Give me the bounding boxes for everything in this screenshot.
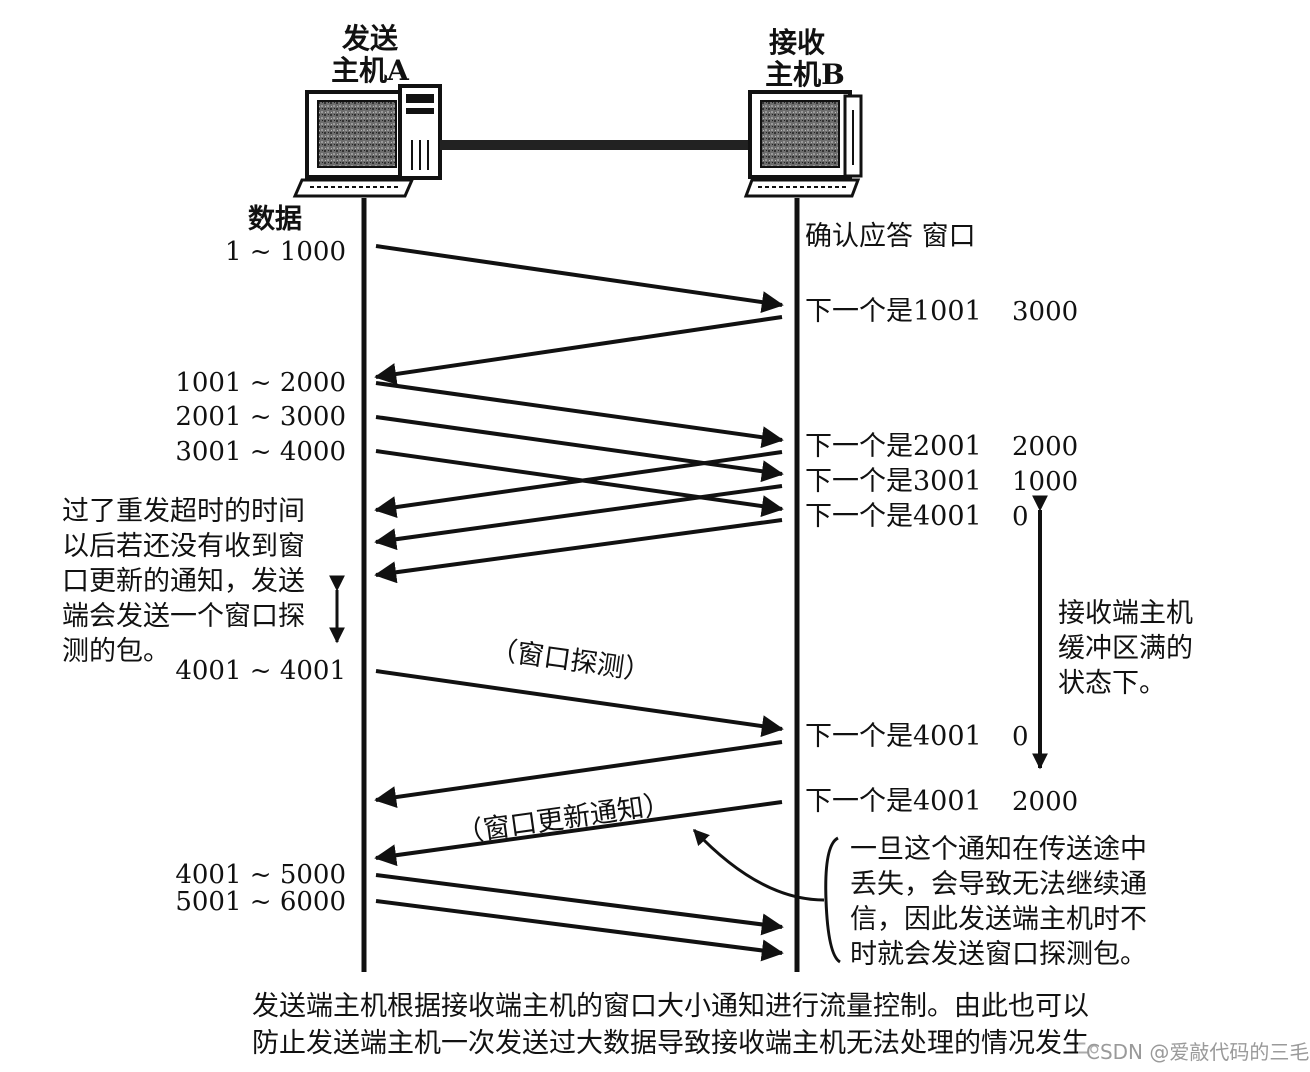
data-segment-arrow	[376, 417, 782, 474]
ack-window-value: 0	[1012, 502, 1029, 532]
data-segment-arrow	[376, 875, 782, 927]
ack-next-label: 下一个是4001	[805, 721, 982, 752]
note-line: 端会发送一个窗口探	[62, 601, 305, 632]
note-line: 一旦这个通知在传送途中	[850, 834, 1147, 865]
caption-line: 防止发送端主机一次发送过大数据导致接收端主机无法处理的情况发生。	[252, 1028, 1116, 1059]
note-line: 口更新的通知，发送	[62, 566, 305, 597]
window-probe-arrow	[376, 671, 782, 729]
note-line: 缓冲区满的	[1058, 633, 1193, 664]
loss-warning-note: 一旦这个通知在传送途中 丢失，会导致无法继续通 信，因此发送端主机时不 时就会发…	[850, 834, 1147, 970]
receiver-host-label-line2: 主机B	[765, 58, 845, 91]
ack-next-label: 下一个是1001	[805, 296, 982, 327]
data-range-label: 5001 ~ 6000	[175, 887, 346, 917]
ack-window-value: 1000	[1012, 467, 1078, 497]
data-range-label: 2001 ~ 3000	[175, 402, 346, 432]
data-range-label: 3001 ~ 4000	[175, 437, 346, 467]
data-range-label: 4001 ~ 4001	[175, 656, 346, 686]
note-line: 信，因此发送端主机时不	[850, 904, 1147, 935]
sender-computer-icon	[295, 86, 440, 196]
note-line: 接收端主机	[1058, 598, 1193, 629]
data-range-label: 4001 ~ 5000	[175, 860, 346, 890]
ack-window-value: 0	[1012, 722, 1029, 752]
note-line: 过了重发超时的时间	[62, 496, 305, 527]
sender-host-label-line1: 发送	[341, 22, 398, 55]
retransmit-timeout-note: 过了重发超时的时间 以后若还没有收到窗 口更新的通知，发送 端会发送一个窗口探 …	[62, 496, 305, 667]
watermark: CSDN @爱敲代码的三毛	[1086, 1040, 1309, 1064]
note-line: 测的包。	[62, 636, 170, 667]
ack-next-label: 下一个是2001	[805, 431, 982, 462]
data-column-header: 数据	[248, 204, 302, 235]
ack-next-label: 下一个是3001	[805, 466, 982, 497]
window-update-label: （窗口更新通知）	[454, 789, 672, 850]
data-range-label: 1 ~ 1000	[225, 237, 346, 267]
data-segment-arrow	[376, 246, 782, 305]
receiver-host-label-line1: 接收	[769, 26, 825, 59]
ack-arrow	[376, 317, 782, 377]
buffer-full-note: 接收端主机 缓冲区满的 状态下。	[1058, 598, 1193, 699]
ack-arrow	[376, 742, 782, 800]
note-bracket	[826, 838, 840, 962]
receiver-computer-icon	[746, 92, 861, 196]
network-cable	[440, 140, 752, 150]
loss-pointer-arrow	[694, 830, 824, 900]
note-line: 以后若还没有收到窗	[62, 531, 305, 562]
caption-line: 发送端主机根据接收端主机的窗口大小通知进行流量控制。由此也可以	[252, 991, 1089, 1022]
ack-window-value: 2000	[1012, 787, 1078, 817]
data-segment-arrow	[376, 901, 782, 953]
ack-arrow	[376, 520, 782, 575]
note-line: 时就会发送窗口探测包。	[850, 939, 1147, 970]
ack-window-value: 2000	[1012, 432, 1078, 462]
data-segment-arrow	[376, 383, 782, 440]
note-line: 状态下。	[1058, 668, 1166, 699]
data-range-label: 1001 ~ 2000	[175, 368, 346, 398]
note-line: 丢失，会导致无法继续通	[850, 869, 1147, 900]
ack-window-value: 3000	[1012, 297, 1078, 327]
sender-host-label-line2: 主机A	[331, 54, 410, 87]
window-probe-label: （窗口探测）	[488, 634, 653, 687]
ack-next-label: 下一个是4001	[805, 786, 982, 817]
ack-arrow	[376, 486, 782, 542]
ack-next-label: 下一个是4001	[805, 501, 982, 532]
ack-window-header: 确认应答 窗口	[805, 221, 976, 252]
